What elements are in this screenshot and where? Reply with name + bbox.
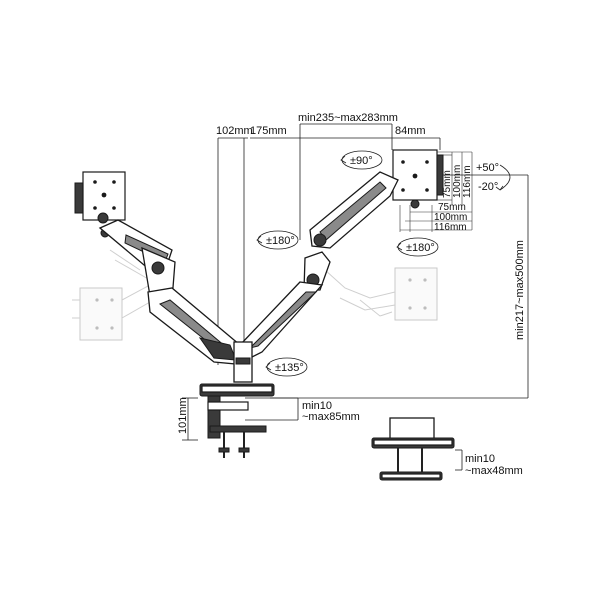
dim-84: 84mm (395, 125, 426, 137)
center-pole (233, 341, 253, 383)
grommet-range-line2: ~max48mm (465, 465, 523, 477)
dim-175: 175mm (250, 125, 287, 137)
dim-v100: 100mm (452, 165, 463, 198)
clamp-range-line2: ~max85mm (302, 411, 360, 423)
rotation-90-label: ±90° (350, 155, 373, 167)
rotation-180-left-icon (256, 230, 299, 250)
dim-v116: 116mm (462, 165, 473, 198)
dim-h100: 100mm (434, 212, 467, 223)
dim-h116: 116mm (434, 222, 467, 233)
dim-h75: 75mm (438, 202, 466, 213)
dim-arm-length: min235~max283mm (298, 112, 398, 124)
rotation-180-right-label: ±180° (406, 242, 435, 254)
grommet-dimension-lines (455, 449, 463, 471)
right-vesa-plate (392, 149, 444, 209)
clamp-dimension-lines (182, 397, 299, 441)
clamp-height-label: 101mm (177, 397, 189, 434)
dim-v75: 75mm (442, 170, 453, 198)
right-arm (239, 171, 399, 361)
clamp-range-line1: min10 (302, 400, 332, 412)
rotation-135-label: ±135° (275, 362, 304, 374)
grommet-mount (371, 417, 455, 481)
left-arm (98, 219, 241, 365)
dim-102: 102mm (216, 125, 253, 137)
vesa-dimension-lines (399, 151, 473, 232)
grommet-range-line1: min10 (465, 453, 495, 465)
rotation-135-icon (265, 357, 308, 377)
top-dimension-lines (217, 123, 441, 365)
tilt-down-label: -20° (478, 181, 498, 193)
rotation-180-right-icon (396, 237, 439, 257)
rotation-90-icon (340, 150, 383, 170)
ghost-right-monitor (324, 267, 438, 321)
tilt-arc-icon (495, 164, 511, 191)
rotation-180-left-label: ±180° (266, 235, 295, 247)
height-range-label: min217~max500mm (514, 240, 526, 340)
height-dimension-lines (270, 174, 529, 399)
tilt-up-label: +50° (476, 162, 499, 174)
desk-clamp (199, 383, 275, 458)
